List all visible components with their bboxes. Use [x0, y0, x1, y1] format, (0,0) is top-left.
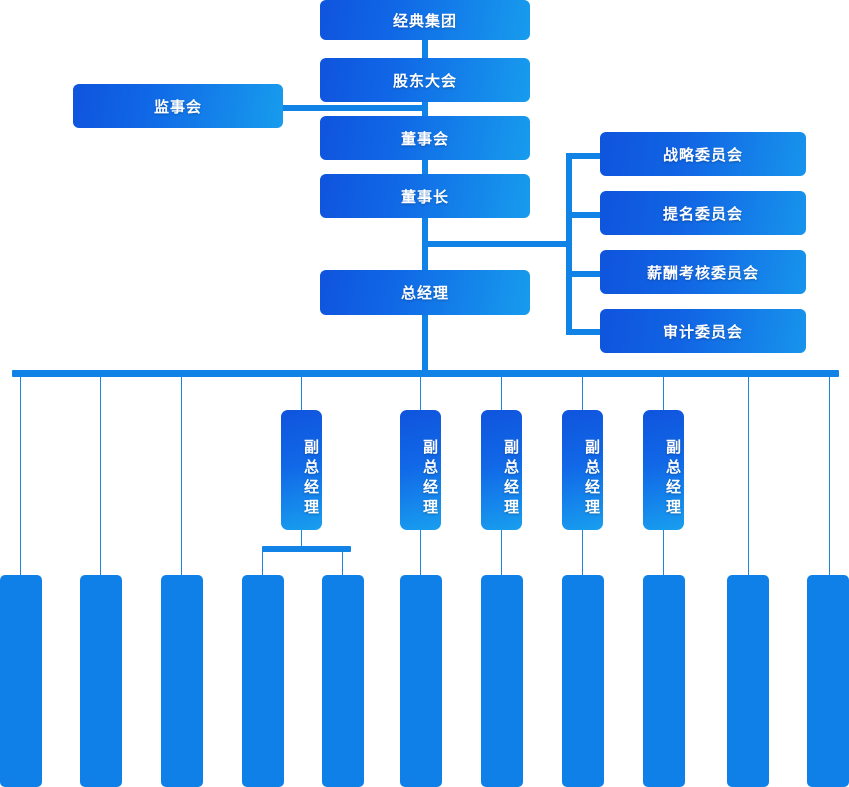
- drop-line-dept10: [748, 377, 749, 576]
- connector-board-to-chairman: [422, 158, 428, 178]
- node-department-10[interactable]: [727, 575, 769, 787]
- node-nomination-committee[interactable]: 提名委员会: [600, 191, 806, 235]
- node-group-label: 经典集团: [392, 11, 457, 30]
- drop-line-dept3: [181, 377, 182, 576]
- node-department-5[interactable]: [322, 575, 364, 787]
- committee-branch-audit: [566, 329, 602, 335]
- node-vice-president-3-label: 副总经理: [502, 439, 520, 519]
- node-vice-president-4[interactable]: 副总经理: [562, 410, 603, 530]
- connector-chairman-to-committee-spine: [422, 241, 572, 247]
- drop-line-dept11: [829, 377, 830, 576]
- node-general-manager-label: 总经理: [400, 284, 449, 302]
- node-vice-president-1[interactable]: 副总经理: [281, 410, 322, 530]
- node-department-4[interactable]: [242, 575, 284, 787]
- node-department-8[interactable]: [562, 575, 604, 787]
- node-department-6[interactable]: [400, 575, 442, 787]
- node-strategy-committee-label: 战略委员会: [662, 145, 743, 164]
- node-compensation-committee-label: 薪酬考核委员会: [646, 263, 759, 282]
- vp1-sub-distribution-bus: [262, 546, 351, 552]
- connector-vp4-to-dept8: [582, 530, 583, 576]
- node-department-7[interactable]: [481, 575, 523, 787]
- drop-line-dept2: [100, 377, 101, 576]
- drop-line-vp4: [582, 377, 583, 412]
- connector-vp1-to-dept5: [342, 551, 343, 576]
- node-vice-president-1-label: 副总经理: [302, 439, 320, 519]
- connector-vp1-to-dept4: [262, 551, 263, 576]
- node-audit-committee[interactable]: 审计委员会: [600, 309, 806, 353]
- node-department-11[interactable]: [807, 575, 849, 787]
- connector-vp3-to-dept7: [501, 530, 502, 576]
- node-nomination-committee-label: 提名委员会: [662, 204, 743, 223]
- node-general-manager[interactable]: 总经理: [320, 270, 530, 315]
- node-chairman[interactable]: 董事长: [320, 174, 530, 218]
- committee-branch-compensation: [566, 271, 602, 277]
- node-vice-president-4-label: 副总经理: [583, 439, 601, 519]
- connector-supervisor-to-trunk: [276, 105, 426, 111]
- drop-line-vp3: [501, 377, 502, 412]
- node-department-3[interactable]: [161, 575, 203, 787]
- node-strategy-committee[interactable]: 战略委员会: [600, 132, 806, 176]
- committee-branch-nomination: [566, 212, 602, 218]
- department-distribution-bus: [12, 370, 839, 377]
- node-audit-committee-label: 审计委员会: [662, 322, 743, 341]
- node-board-of-supervisors-label: 监事会: [153, 97, 202, 116]
- connector-vp1-to-subbus: [301, 530, 302, 549]
- node-chairman-label: 董事长: [400, 187, 449, 206]
- node-board-of-supervisors[interactable]: 监事会: [73, 84, 283, 128]
- committee-bracket-spine: [566, 153, 572, 335]
- node-compensation-committee[interactable]: 薪酬考核委员会: [600, 250, 806, 294]
- node-shareholders-meeting[interactable]: 股东大会: [320, 58, 530, 102]
- node-vice-president-5[interactable]: 副总经理: [643, 410, 684, 530]
- node-department-9[interactable]: [643, 575, 685, 787]
- connector-vp2-to-dept6: [420, 530, 421, 576]
- drop-line-dept1: [20, 377, 21, 576]
- drop-line-vp5: [663, 377, 664, 412]
- connector-vp5-to-dept9: [663, 530, 664, 576]
- connector-gm-to-bus: [422, 313, 428, 373]
- node-shareholders-meeting-label: 股东大会: [392, 71, 457, 90]
- node-board-of-directors-label: 董事会: [400, 129, 449, 148]
- node-vice-president-2-label: 副总经理: [421, 439, 439, 519]
- drop-line-vp1: [301, 377, 302, 412]
- drop-line-vp2: [420, 377, 421, 412]
- committee-branch-strategy: [566, 153, 602, 159]
- node-department-2[interactable]: [80, 575, 122, 787]
- node-vice-president-5-label: 副总经理: [664, 439, 682, 519]
- connector-group-to-shareholders: [422, 30, 428, 66]
- node-group[interactable]: 经典集团: [320, 0, 530, 40]
- node-vice-president-3[interactable]: 副总经理: [481, 410, 522, 530]
- node-board-of-directors[interactable]: 董事会: [320, 116, 530, 160]
- node-vice-president-2[interactable]: 副总经理: [400, 410, 441, 530]
- node-department-1[interactable]: [0, 575, 42, 787]
